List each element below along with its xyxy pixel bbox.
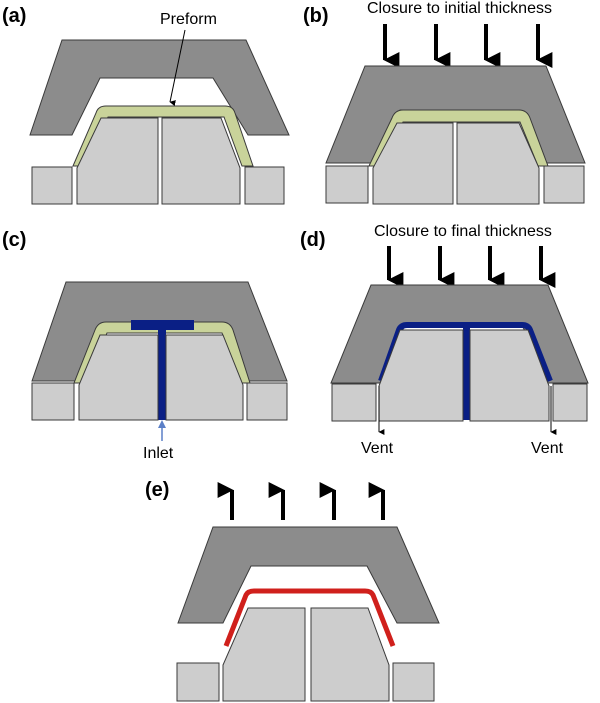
closure-initial-caption: Closure to initial thickness — [367, 0, 552, 17]
panel-d: (d) Closure to final thickness Vent Vent — [300, 223, 589, 457]
side-block-right-a — [244, 166, 285, 205]
panel-c-label: (c) — [2, 229, 26, 251]
upper-mold-e — [177, 526, 440, 624]
side-block-left-e — [176, 662, 220, 702]
panel-b-label: (b) — [303, 5, 329, 27]
preform-pointer-arrow — [169, 29, 186, 107]
finished-part-e — [223, 588, 396, 647]
lower-die-right-d — [469, 329, 550, 422]
inlet-arrow-head — [158, 420, 166, 428]
upper-mold-a — [29, 39, 290, 136]
side-block-left-c — [31, 382, 75, 421]
panel-c: (c) Inlet — [2, 229, 288, 462]
resin-channel-d — [463, 326, 470, 420]
side-block-left-d — [331, 383, 377, 422]
lower-die-left-c — [78, 334, 159, 421]
side-block-right-c — [246, 382, 288, 421]
panel-b: (b) Closure to initial thickness — [303, 0, 586, 205]
panel-e: (e) — [145, 479, 440, 702]
panel-d-label: (d) — [300, 229, 326, 251]
lower-die-right-c — [165, 334, 244, 421]
vent-label-right: Vent — [531, 440, 564, 457]
panel-e-label: (e) — [145, 479, 169, 501]
preform-a — [72, 105, 254, 167]
lower-die-left-e — [222, 607, 306, 702]
resin-inlet-channel — [158, 330, 166, 420]
lower-die-right-b — [456, 122, 540, 205]
inlet-label: Inlet — [143, 445, 174, 462]
lower-die-right-e — [310, 607, 390, 702]
vent-label-left: Vent — [361, 440, 394, 457]
lower-die-left-b — [372, 122, 454, 205]
preform-label: Preform — [160, 11, 217, 28]
lower-die-left-a — [76, 117, 159, 205]
side-block-right-d — [552, 383, 588, 422]
resin-distribution-channel — [131, 320, 194, 330]
side-block-right-e — [392, 662, 435, 702]
panel-a: (a) Preform — [2, 5, 290, 205]
closure-final-caption: Closure to final thickness — [374, 223, 552, 240]
panel-a-label: (a) — [2, 5, 26, 27]
impregnated-part-d — [378, 322, 553, 383]
side-block-left-a — [31, 166, 73, 205]
side-block-right-b — [543, 165, 585, 204]
lower-die-right-a — [161, 117, 241, 205]
side-block-left-b — [325, 165, 369, 204]
